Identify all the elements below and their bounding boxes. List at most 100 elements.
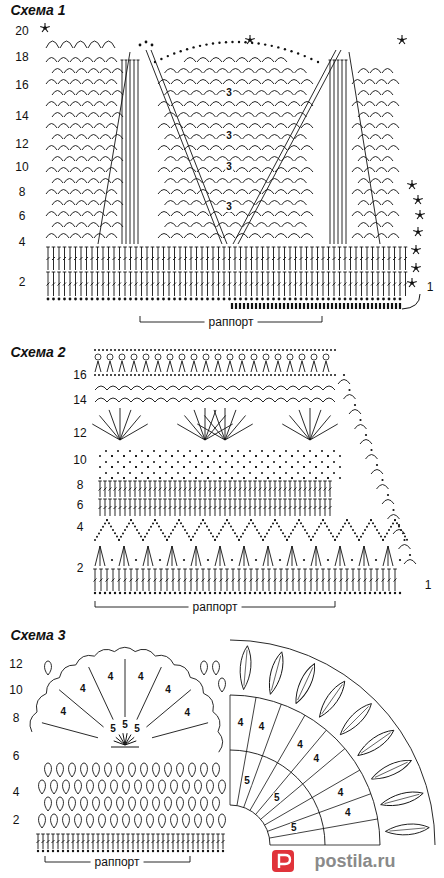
- chain-dot: [114, 532, 116, 534]
- stitch-line: [128, 499, 132, 500]
- chain-dot: [117, 461, 119, 463]
- chain-arch: [82, 234, 93, 239]
- chain-arch: [52, 113, 63, 118]
- fan-stitch: [299, 410, 310, 440]
- stitch-line: [143, 481, 147, 482]
- stitch-line: [48, 247, 49, 270]
- stitch-line: [345, 60, 348, 61]
- stitch-line: [183, 481, 187, 482]
- chain-arch: [370, 69, 381, 74]
- stitch-line: [183, 569, 187, 570]
- chain-dot: [351, 559, 353, 561]
- chain-arch: [249, 80, 261, 85]
- chain-arch: [376, 190, 387, 195]
- chain-arch: [179, 398, 191, 402]
- foundation-mark: [275, 303, 277, 309]
- chain-dot: [315, 477, 317, 479]
- chain-arch: [262, 234, 274, 239]
- stitch-line: [142, 579, 145, 582]
- stitch-line: [154, 579, 157, 582]
- stitch-line: [312, 272, 313, 296]
- stitch-line: [207, 247, 208, 270]
- stitch-line: [124, 257, 127, 260]
- stitch-line: [129, 569, 133, 570]
- chain-dot: [129, 592, 131, 594]
- stitch-line: [338, 247, 342, 248]
- chain-arch: [191, 201, 203, 206]
- stitch-line: [47, 283, 50, 286]
- chain-dot: [250, 519, 252, 521]
- foundation-mark: [395, 303, 397, 309]
- chain-dot: [165, 472, 167, 474]
- stitch-line: [208, 579, 211, 582]
- stitch-line: [159, 488, 162, 491]
- stitch-line: [120, 481, 121, 497]
- stitch-line: [382, 283, 385, 286]
- chain-dot: [207, 559, 209, 561]
- chain-dot: [294, 298, 297, 301]
- stitch-line: [63, 257, 66, 260]
- stitch-line: [223, 283, 226, 286]
- stitch-line: [139, 506, 142, 509]
- stitch-line: [322, 579, 325, 582]
- chain-dot: [160, 58, 162, 60]
- chain-arch: [52, 179, 63, 184]
- stitch-line: [119, 272, 120, 296]
- stitch-line: [293, 499, 297, 500]
- chain-dot: [354, 592, 356, 594]
- stitch-line: [239, 257, 242, 260]
- stitch-line: [393, 272, 397, 273]
- fan-stitch: [99, 415, 120, 440]
- stitch-line: [175, 499, 176, 516]
- stitch-line: [315, 499, 316, 516]
- chain-dot: [262, 539, 264, 541]
- chain-dot: [234, 298, 237, 301]
- chain-dot: [386, 532, 388, 534]
- chain-arch: [184, 58, 196, 63]
- stitch-line: [107, 257, 110, 260]
- stitch-line: [226, 579, 229, 582]
- chain-arch: [243, 157, 255, 162]
- chain-arch: [301, 190, 313, 195]
- stitch-line: [305, 569, 306, 591]
- stitch-line: [144, 488, 147, 491]
- chain-dot: [254, 592, 256, 594]
- stitch-line: [118, 579, 121, 582]
- fan-stitch: [205, 410, 216, 440]
- stitch-line: [239, 283, 242, 286]
- chain-dot: [327, 298, 330, 301]
- chain-dot: [140, 298, 143, 301]
- chain-dot: [142, 374, 144, 376]
- chain-dot: [292, 529, 294, 531]
- stitch-line: [338, 60, 339, 244]
- chain-dot: [256, 298, 259, 301]
- chain-dot: [245, 298, 248, 301]
- stitch-line: [405, 247, 406, 270]
- stitch-line: [155, 481, 156, 497]
- chain-dot: [178, 519, 180, 521]
- chain-arch: [52, 135, 63, 140]
- stitch-line: [311, 257, 314, 260]
- stitch-line: [149, 569, 150, 591]
- chain-dot: [244, 592, 246, 594]
- chain-arch: [64, 201, 75, 206]
- chain-arch: [46, 41, 59, 48]
- chain-dot: [284, 536, 286, 538]
- chain-dot: [173, 298, 176, 301]
- stitch-line: [238, 579, 241, 582]
- chain-arch: [262, 212, 274, 217]
- stitch-line: [243, 481, 247, 482]
- stitch-line: [103, 499, 107, 500]
- chain-arch: [295, 157, 307, 162]
- chain-arch: [288, 212, 300, 217]
- chain-dot: [394, 519, 396, 521]
- stitch-line: [349, 52, 380, 244]
- stitch-line: [387, 569, 391, 570]
- stitch-line: [69, 283, 72, 286]
- chain-arch: [299, 386, 311, 390]
- chain-dot: [303, 466, 305, 468]
- stitch-line: [240, 481, 241, 497]
- chain-dot: [214, 592, 216, 594]
- chain-arch: [243, 91, 255, 96]
- stitch-line: [293, 481, 297, 482]
